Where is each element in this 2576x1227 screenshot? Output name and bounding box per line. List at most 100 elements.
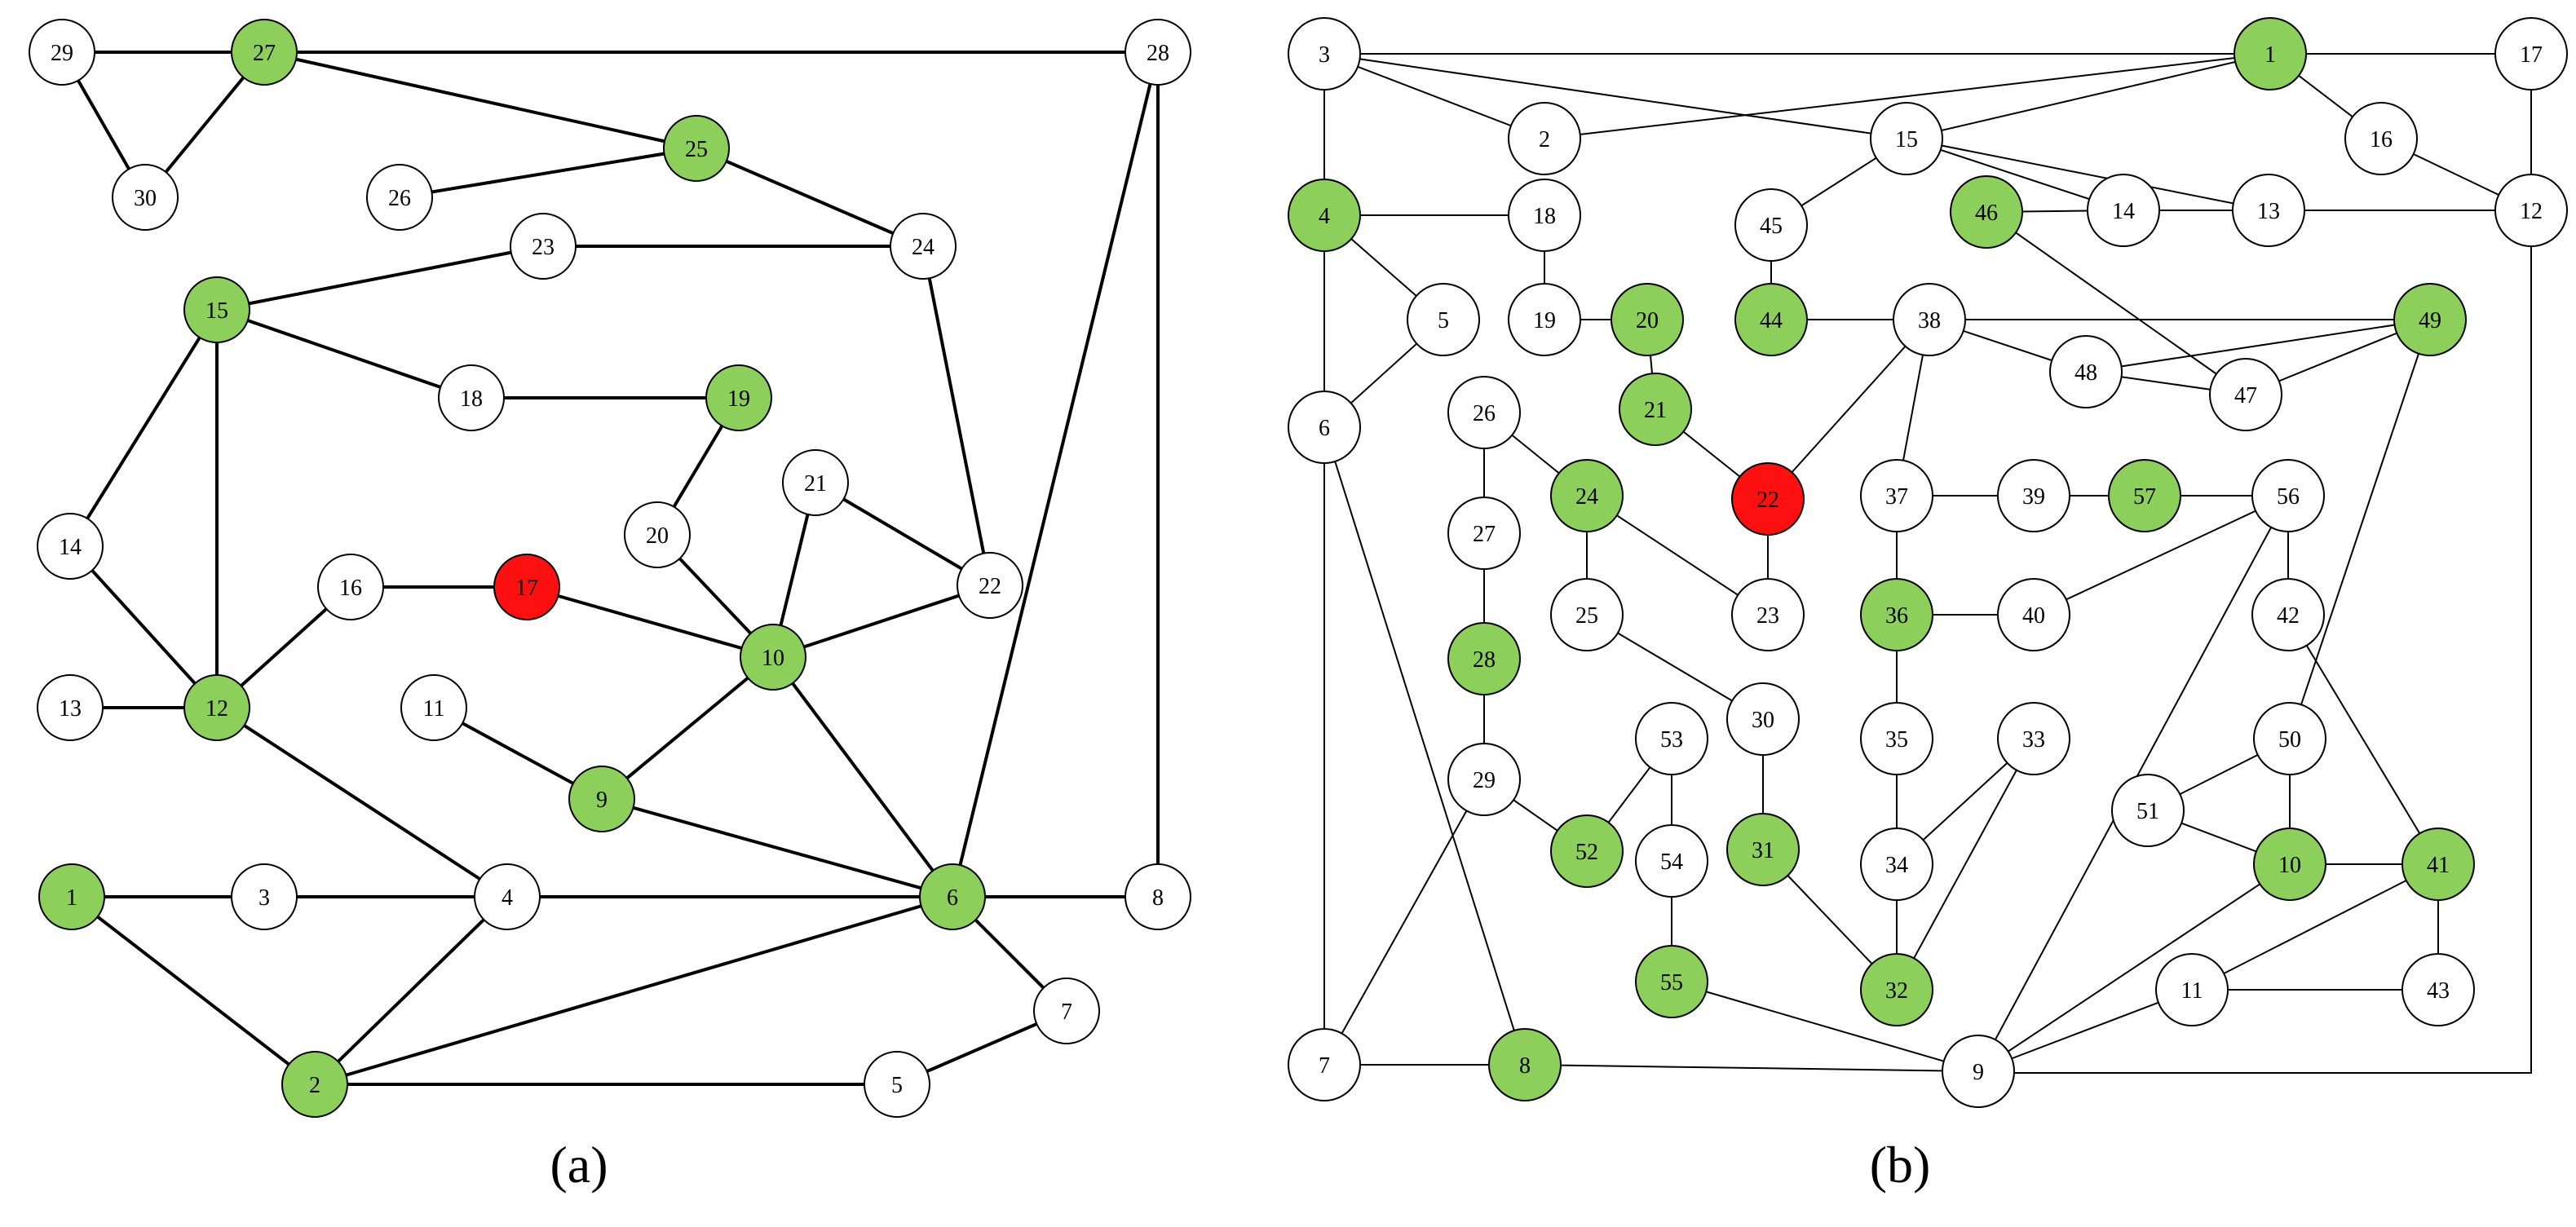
node-52: 52 [1550,814,1624,888]
node-16: 16 [317,554,384,620]
node-label: 27 [1473,522,1496,547]
edge-15-13 [1906,138,2269,211]
node-53: 53 [1635,702,1708,775]
node-label: 13 [59,696,82,722]
node-label: 29 [1473,768,1496,793]
node-32: 32 [1860,953,1933,1026]
node-25: 25 [1550,578,1624,651]
edge-48-49 [2085,319,2431,373]
node-12: 12 [2494,174,2568,247]
node-label: 15 [205,298,228,324]
node-circle [2251,578,2325,651]
node-circle [919,863,986,930]
node-label: 6 [1319,416,1330,441]
node-circle [1619,373,1692,446]
node-label: 39 [2022,484,2045,510]
node-42: 42 [2251,578,2325,651]
node-circle [2232,174,2305,247]
node-circle [2087,174,2160,247]
node-46: 46 [1950,175,2023,249]
node-5: 5 [864,1051,930,1118]
node-label: 26 [388,186,411,211]
node-label: 37 [1885,484,1908,510]
node-circle [112,164,179,231]
node-label: 2 [1539,127,1550,152]
node-label: 18 [1533,204,1556,229]
node-circle [705,364,772,431]
node-label: 48 [2074,360,2097,386]
edge-42-41 [2287,614,2439,865]
node-label: 31 [1752,838,1774,863]
node-circle [2494,174,2568,247]
node-label: 50 [2278,727,2301,753]
node-48: 48 [2049,335,2123,408]
node-30: 30 [112,164,179,231]
node-circle [2209,358,2282,431]
node-circle [1550,459,1624,532]
edge-10-22 [772,584,991,659]
node-1: 1 [2234,17,2307,90]
node-37: 37 [1860,459,1933,532]
node-circle [1893,283,1966,356]
node-label: 25 [685,137,708,162]
node-3: 3 [1288,17,1361,90]
node-label: 10 [762,646,784,671]
node-circle [890,213,957,280]
node-label: 1 [66,885,77,911]
node-label: 2 [309,1073,320,1098]
node-29: 29 [1447,743,1521,816]
node-label: 7 [1319,1053,1330,1079]
node-circle [1726,682,1800,756]
edge-10-9 [1977,863,2291,1072]
node-label: 22 [1756,488,1779,513]
node-16: 16 [2344,102,2418,175]
node-label: 10 [2278,853,2301,878]
node-11: 11 [400,674,467,741]
node-circle [474,863,541,930]
node-circle [1508,179,1581,252]
a-edges [60,51,1160,1086]
node-7: 7 [1288,1028,1361,1101]
node-18: 18 [1508,179,1581,252]
node-circle [1447,376,1521,449]
node-circle [317,554,384,620]
node-circle [624,501,691,568]
node-circle [183,674,250,741]
node-label: 56 [2277,484,2300,510]
node-47: 47 [2209,358,2282,431]
edge-26-25 [399,147,697,199]
node-label: 17 [2520,42,2543,68]
node-22: 22 [957,552,1023,619]
node-label: 26 [1473,401,1496,426]
node-label: 16 [2370,127,2393,152]
node-circle [1635,945,1708,1018]
node-55: 55 [1635,945,1708,1018]
node-label: 44 [1760,308,1783,333]
node-40: 40 [1997,578,2070,651]
node-29: 29 [29,19,95,86]
node-circle [1125,19,1191,86]
edge-12-4 [215,706,509,898]
edge-49-50 [2289,319,2431,739]
node-3: 3 [231,863,298,930]
node-label: 30 [134,186,157,211]
panel-b-label: (b) [1870,1136,1931,1194]
node-12: 12 [183,674,250,741]
node-circle [1407,283,1480,356]
edge-27-25 [263,51,697,150]
node-17: 17 [2494,17,2568,90]
node-circle [37,513,104,580]
node-label: 11 [423,696,445,722]
node-label: 53 [1660,727,1683,753]
edge-9-6 [601,797,953,898]
node-28: 28 [1125,19,1191,86]
node-27: 27 [231,19,298,86]
node-circle [438,364,505,431]
node-17: 17 [493,554,560,620]
node-label: 42 [2277,603,2300,629]
node-label: 24 [1575,484,1598,510]
edge-10-6 [771,655,954,898]
edge-2-4 [313,895,509,1086]
